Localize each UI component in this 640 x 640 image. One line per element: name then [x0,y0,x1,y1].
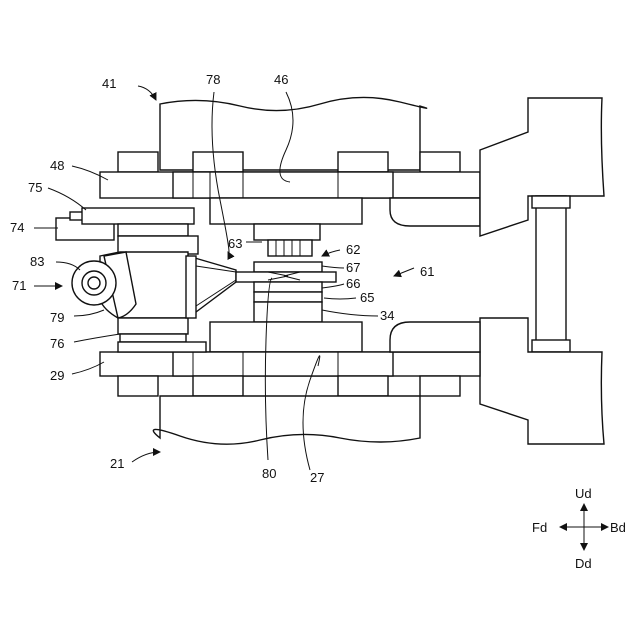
upper-plate-inner [173,172,393,198]
label-34: 34 [380,308,394,323]
compass-down-label: Dd [575,556,592,571]
upper-pad-left [118,152,158,172]
lower-right-guide [390,322,480,352]
die-plate-66 [254,282,322,292]
upper-right-guide [390,198,480,226]
label-66: 66 [346,276,360,291]
label-80: 80 [262,466,276,481]
label-21: 21 [110,456,124,471]
label-41: 41 [102,76,116,91]
label-79: 79 [50,310,64,325]
compass-up-label: Ud [575,486,592,501]
die-plate-67 [254,262,322,272]
die-34 [254,302,322,322]
die-plate-65 [254,292,322,302]
compass-front-label: Fd [532,520,547,535]
upper-pad-right [420,152,460,172]
feeder-unit-71 [56,208,236,342]
label-74: 74 [10,220,24,235]
label-27: 27 [310,470,324,485]
label-75: 75 [28,180,42,195]
upper-pad-mid2 [338,152,388,172]
upper-die-block [210,198,362,224]
compass-back-label: Bd [610,520,626,535]
punch-63 [268,240,312,256]
label-48: 48 [50,158,64,173]
label-61: 61 [420,264,434,279]
punch-holder [254,224,320,240]
upper-pad-mid1 [193,152,243,172]
lower-die-block [210,322,362,352]
direction-compass: Ud Dd Fd Bd [532,486,626,571]
label-78: 78 [206,72,220,87]
lower-block-21 [153,396,420,444]
label-62: 62 [346,242,360,257]
label-76: 76 [50,336,64,351]
label-65: 65 [360,290,374,305]
label-46: 46 [274,72,288,87]
label-63: 63 [228,236,242,251]
label-29: 29 [50,368,64,383]
label-71: 71 [12,278,26,293]
label-67: 67 [346,260,360,275]
right-column-rod [536,196,566,352]
label-83: 83 [30,254,44,269]
